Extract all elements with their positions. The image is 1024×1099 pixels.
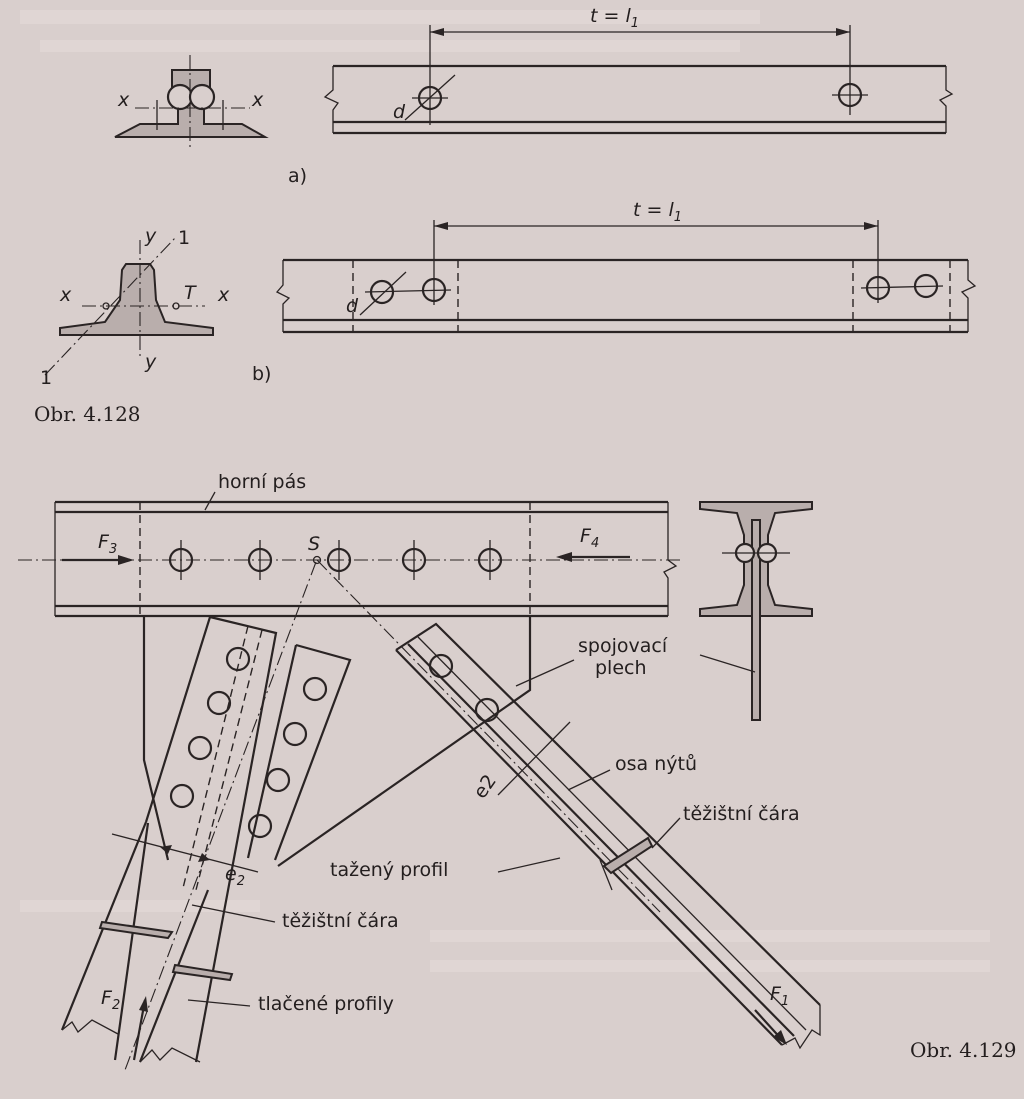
axis-1-top-b: 1: [178, 227, 190, 249]
axis-y-bottom-b: y: [144, 351, 157, 373]
section-a-profile: x x: [114, 55, 269, 150]
upper-chord: F3 F4 S horní pás: [18, 471, 680, 618]
diameter-label-a: d: [393, 101, 406, 123]
axis-x-right-b: x: [217, 284, 230, 306]
point-S-label: S: [308, 533, 320, 555]
axis-1-bottom-b: 1: [40, 367, 52, 389]
label-spojovaci-2: plech: [595, 657, 647, 679]
section-b-profile: x x y y 1 1 T: [40, 225, 230, 389]
dim-e2-right: e2: [469, 771, 501, 803]
label-tezistni-cara-right: těžištní čára: [683, 803, 800, 825]
chord-cross-section: [699, 501, 813, 721]
caption-obr-4-129: Obr. 4.129: [910, 1038, 1017, 1062]
label-osa-nytu: osa nýtů: [615, 753, 697, 775]
dim-e2-left: e2: [225, 863, 245, 889]
tension-diagonal: F1 e2: [316, 559, 821, 1050]
strip-b: t = l1 d b): [252, 199, 977, 385]
centroid-T-label: T: [184, 282, 197, 304]
annotations: spojovací plech osa nýtů těžištní čára t…: [187, 635, 800, 1015]
gusset-plate: [142, 616, 532, 867]
label-horni-pas: horní pás: [218, 471, 306, 493]
compression-members: e2 F2: [60, 561, 352, 1071]
force-F3-label: F3: [98, 531, 117, 557]
force-F1-label: F1: [770, 983, 789, 1009]
axis-y-top-b: y: [144, 225, 157, 247]
diameter-label-b: d: [346, 295, 359, 317]
strip-a: t = l1 d a): [288, 5, 954, 187]
label-tezistni-cara-left: těžištní čára: [282, 910, 399, 932]
axis-x-left-a: x: [117, 89, 130, 111]
label-tazeny-profil: tažený profil: [330, 859, 448, 881]
paper-texture: [20, 10, 990, 972]
label-tlacene-profily: tlačené profily: [258, 993, 394, 1015]
force-F4-label: F4: [580, 525, 599, 551]
dim-t-l1-b: t = l1: [633, 199, 682, 225]
subfigure-label-b: b): [252, 363, 271, 385]
subfigure-label-a: a): [288, 165, 307, 187]
force-F2-label: F2: [101, 987, 120, 1013]
dim-t-l1-a: t = l1: [590, 5, 639, 31]
axis-x-left-b: x: [59, 284, 72, 306]
label-spojovaci-1: spojovací: [578, 635, 668, 657]
caption-obr-4-128: Obr. 4.128: [34, 402, 141, 426]
axis-x-right-a: x: [251, 89, 264, 111]
